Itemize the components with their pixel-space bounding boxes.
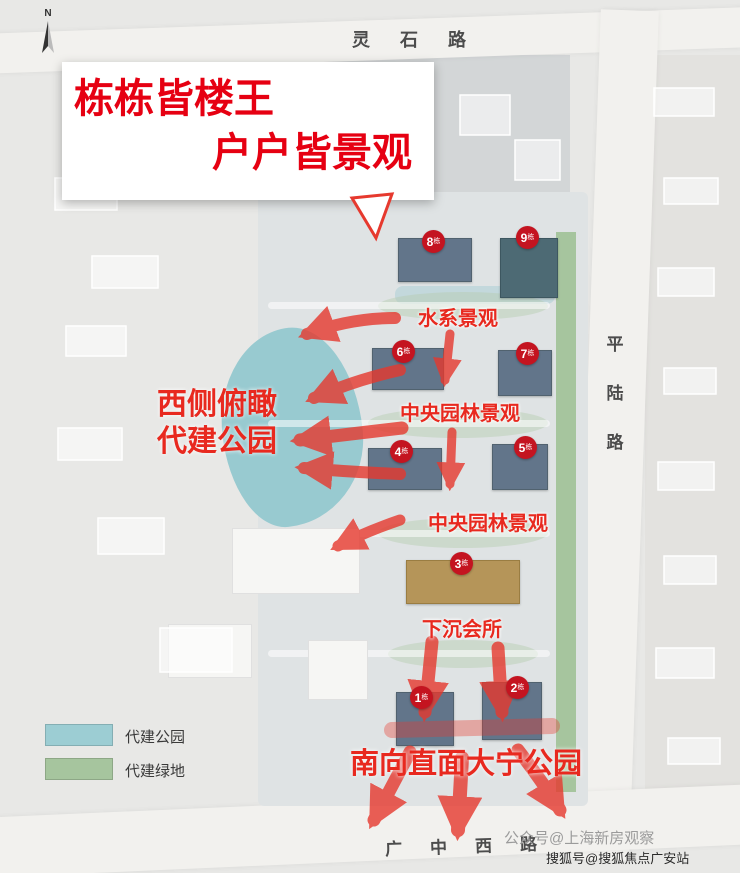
adjacent-footprint <box>308 640 368 700</box>
legend-swatch-park <box>45 724 113 746</box>
label-central-garden-lower: 中央园林景观 <box>428 513 548 535</box>
road-label-pinglu: 平 陆 路 <box>604 330 626 453</box>
adjacent-footprint <box>232 528 360 594</box>
label-water-landscape: 水系景观 <box>418 308 498 330</box>
green-belt <box>556 232 576 792</box>
road-label-pinglu-char: 陆 <box>606 384 624 403</box>
watermark-wechat: 公众号@上海新房观察 <box>504 830 655 847</box>
legend-swatch-greenland <box>45 758 113 780</box>
callout-pointer <box>349 192 395 242</box>
label-south-daning-park: 南向直面大宁公园 <box>350 748 583 780</box>
site-path <box>268 420 550 427</box>
north-indicator: N <box>36 8 60 64</box>
west-label-line2: 代建公园 <box>157 425 277 458</box>
label-west-park-view: 西侧俯瞰 代建公园 <box>122 386 312 460</box>
legend-label-park: 代建公园 <box>125 729 186 746</box>
road-label-pinglu-char: 路 <box>606 433 624 452</box>
site-path <box>268 530 550 537</box>
site-path <box>268 650 550 657</box>
legend-label-greenland: 代建绿地 <box>125 763 186 780</box>
label-central-garden-upper: 中央园林景观 <box>400 403 520 425</box>
adjacent-footprint <box>168 624 252 678</box>
road-label-lingshi: 灵石路 <box>352 30 496 50</box>
north-label: N <box>44 8 52 19</box>
site-path <box>268 302 550 309</box>
headline-callout: 栋栋皆楼王 户户皆景观 <box>62 62 434 200</box>
north-arrow-icon <box>42 21 54 53</box>
east-context-area <box>645 55 740 815</box>
callout-line1: 栋栋皆楼王 <box>74 77 274 121</box>
callout-line2: 户户皆景观 <box>212 131 412 175</box>
watermark-sohu: 搜狐号@搜狐焦点广安站 <box>546 851 690 866</box>
label-sunken-club: 下沉会所 <box>422 619 502 641</box>
west-label-line1: 西侧俯瞰 <box>157 388 277 421</box>
road-label-pinglu-char: 平 <box>606 335 624 354</box>
